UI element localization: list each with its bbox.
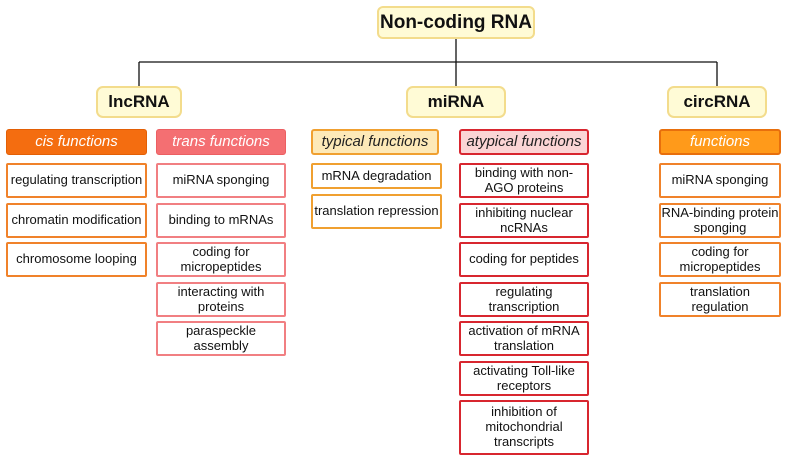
item-translation-regulation: translation regulation: [659, 282, 781, 317]
header-cis-functions: cis functions: [6, 129, 147, 155]
item-inhibiting-nuclear-ncrnas: inhibiting nuclear ncRNAs: [459, 203, 589, 238]
item-mirna-sponging: miRNA sponging: [156, 163, 286, 198]
item-binding-with-non-ago-proteins: binding with non-AGO proteins: [459, 163, 589, 198]
root-node: Non-coding RNA: [377, 6, 535, 39]
item-coding-for-peptides: coding for peptides: [459, 242, 589, 277]
item-activating-toll-like-receptors: activating Toll-like receptors: [459, 361, 589, 396]
item-chromatin-modification: chromatin modification: [6, 203, 147, 238]
category-lncrna: lncRNA: [96, 86, 182, 118]
item-regulating-transcription: regulating transcription: [6, 163, 147, 198]
item-binding-to-mrnas: binding to mRNAs: [156, 203, 286, 238]
header-atypical-functions: atypical functions: [459, 129, 589, 155]
item-circ-coding-for-micropeptides: coding for micropeptides: [659, 242, 781, 277]
item-paraspeckle-assembly: paraspeckle assembly: [156, 321, 286, 356]
item-rna-binding-protein-sponging: RNA-binding protein sponging: [659, 203, 781, 238]
item-chromosome-looping: chromosome looping: [6, 242, 147, 277]
item-mrna-degradation: mRNA degradation: [311, 163, 442, 189]
category-circrna: circRNA: [667, 86, 767, 118]
item-regulating-transcription-mirna: regulating transcription: [459, 282, 589, 317]
header-typical-functions: typical functions: [311, 129, 439, 155]
category-mirna: miRNA: [406, 86, 506, 118]
item-interacting-with-proteins: interacting with proteins: [156, 282, 286, 317]
item-circ-mirna-sponging: miRNA sponging: [659, 163, 781, 198]
item-inhibition-of-mitochondrial-transcripts: inhibition of mitochondrial transcripts: [459, 400, 589, 455]
item-coding-for-micropeptides: coding for micropeptides: [156, 242, 286, 277]
header-trans-functions: trans functions: [156, 129, 286, 155]
header-circrna-functions: functions: [659, 129, 781, 155]
item-translation-repression: translation repression: [311, 194, 442, 229]
item-activation-of-mrna-translation: activation of mRNA translation: [459, 321, 589, 356]
